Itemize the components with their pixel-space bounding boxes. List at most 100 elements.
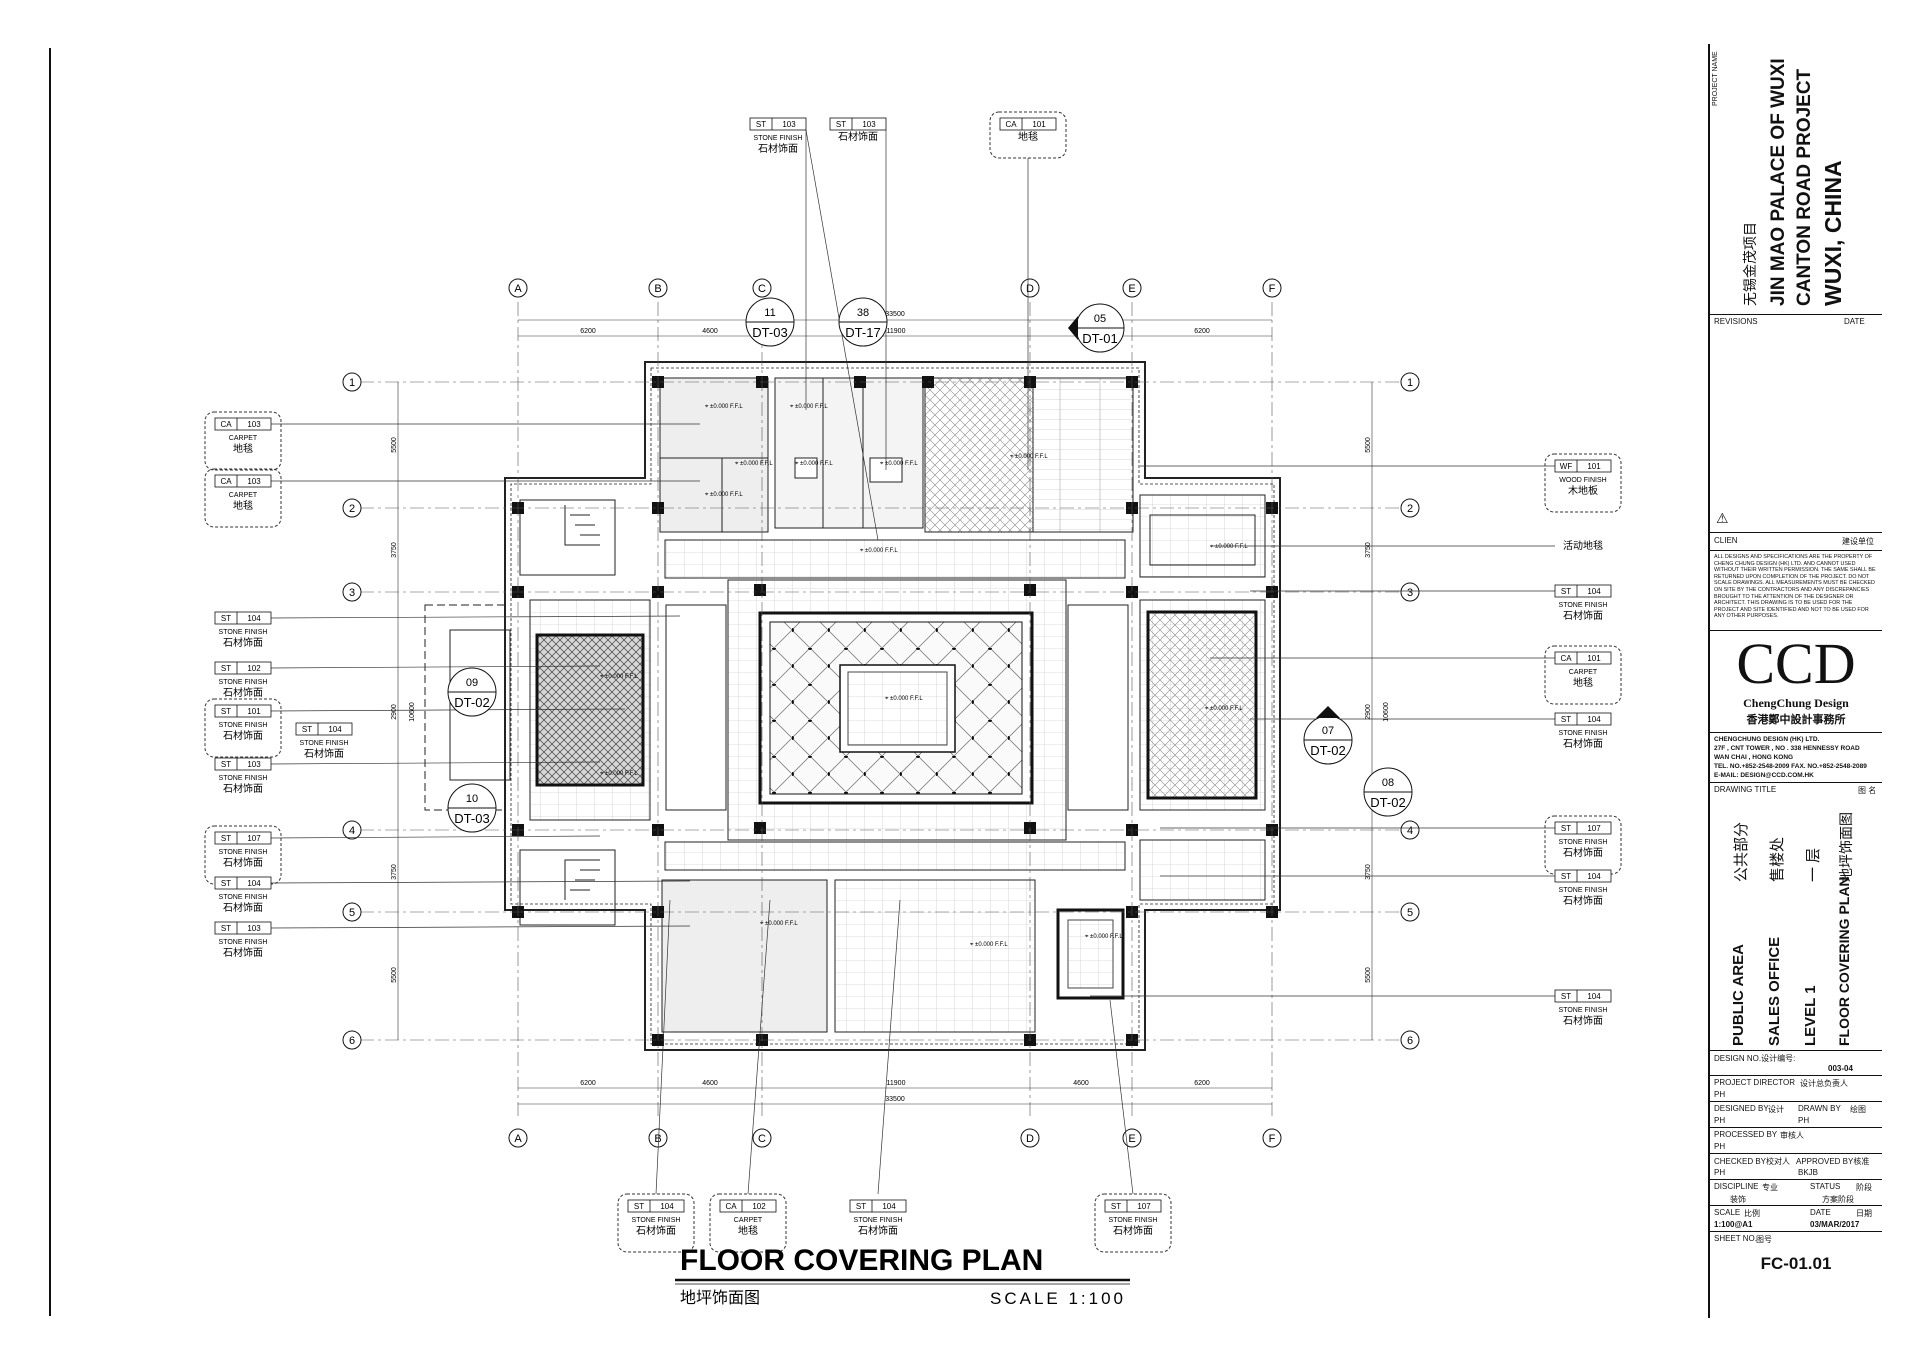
status-cn: 阶段 [1856, 1183, 1872, 1192]
revisions-label: REVISIONS [1714, 317, 1758, 326]
logo-cn: 香港鄭中設計事務所 [1746, 714, 1846, 726]
tag-left-0-num: 103 [247, 420, 261, 429]
tag-right-0-box [1554, 459, 1612, 473]
dim-top-1: 4600 [702, 328, 718, 335]
divider-drawing-title [1710, 782, 1882, 783]
room-se [1139, 839, 1266, 901]
status-value: 方案阶段 [1822, 1195, 1854, 1204]
grid-bubble-D [1020, 278, 1040, 298]
tile-grid-west [665, 604, 727, 811]
tag-left-4-num: 101 [247, 707, 261, 716]
tag-left-8-box [214, 921, 272, 935]
dim-bottom-1: 4600 [702, 1080, 718, 1087]
detail-arrow [1068, 316, 1078, 340]
tag-top-0-box [749, 117, 807, 131]
column-11 [652, 586, 664, 598]
level-mark-14: ⌖ ±0.000 F.F.L [970, 942, 1008, 948]
dim-bottom-5: 33500 [885, 1096, 905, 1103]
dt-en-2: LEVEL 1 [1802, 985, 1819, 1046]
grid-bubble-label: D [1026, 283, 1034, 295]
grid-bubble-label: E [1128, 283, 1135, 295]
room-south-center [834, 879, 1036, 1033]
date-value: 03/MAR/2017 [1810, 1220, 1860, 1229]
tag-left-4-cloud [204, 698, 282, 758]
building-outline [504, 361, 1281, 1051]
grid-bubble-label: 5 [349, 907, 355, 919]
tag-right-4-box [1554, 712, 1612, 726]
tag-top-2-box [999, 117, 1057, 131]
warning-icon: ⚠ [1716, 510, 1729, 526]
restroom-block [774, 377, 924, 529]
tag-right-5-num: 107 [1587, 824, 1601, 833]
client-cn: 建设单位 [1842, 537, 1874, 546]
date-label: DATE [1844, 317, 1865, 326]
tag-right-3-num: 101 [1587, 654, 1601, 663]
dim-right-4: 3750 [1365, 864, 1372, 880]
tag-left-5-en: STONE FINISH [219, 775, 268, 782]
terrace-inner [449, 629, 511, 781]
tag-bottom-1-cloud [709, 1193, 787, 1253]
level-mark-0: ⌖ ±0.000 F.F.L [705, 404, 743, 410]
leader-left-2 [270, 615, 681, 619]
tag-right-0-num: 101 [1587, 462, 1601, 471]
room-wood-finish [1032, 377, 1134, 533]
grid-bubble-label: 2 [349, 503, 355, 515]
grid-bubble-label: E [1128, 1133, 1135, 1145]
tag-left-4-cn: 石材饰面 [223, 729, 263, 742]
drawing-title-label: DRAWING TITLE [1714, 785, 1777, 794]
grid-bubble-1 [342, 372, 362, 392]
column-26 [754, 584, 766, 596]
scale-label: SCALE [1714, 1208, 1741, 1217]
dim-right-2: 2900 [1365, 704, 1372, 720]
dim-top-2: 33500 [885, 311, 905, 318]
grid-bubble-label: C [758, 283, 766, 295]
grid-bubble-E [1122, 1128, 1142, 1148]
date-cn: 日期 [1856, 1209, 1872, 1218]
grid-bubble-label: B [654, 1133, 661, 1145]
detail-ref: DT-02 [1310, 743, 1345, 758]
tag-bottom-0-cloud [617, 1193, 695, 1253]
leader-bottom-2 [877, 899, 901, 1195]
detail-num: 11 [764, 307, 775, 319]
divider-logo [1710, 630, 1882, 631]
level-mark-4: ⌖ ±0.000 F.F.L [795, 461, 833, 467]
tag-left-extra-code: ST [302, 725, 312, 734]
grid-bubble-5 [342, 902, 362, 922]
grid-bubble-label: F [1269, 1133, 1276, 1145]
date-label-2: DATE [1810, 1208, 1831, 1217]
tag-left-2-box [214, 611, 272, 625]
grid-bubble-label: D [1026, 1133, 1034, 1145]
director-label: PROJECT DIRECTOR [1714, 1078, 1796, 1087]
tag-right-1-cn: 活动地毯 [1563, 539, 1603, 552]
grid-bubble-label: B [654, 283, 661, 295]
tag-left-2-en: STONE FINISH [219, 629, 268, 636]
tag-left-2-cn: 石材饰面 [223, 636, 263, 649]
detail-marks: 11DT-0338DT-1705DT-0109DT-0210DT-0307DT-… [447, 297, 1413, 833]
discipline-label: DISCIPLINE [1714, 1182, 1759, 1191]
tag-right-2-box [1554, 584, 1612, 598]
divider-revisions [1710, 314, 1882, 315]
tag-left-3-cn: 石材饰面 [223, 686, 263, 699]
sheet-no-label: SHEET NO. [1714, 1234, 1757, 1243]
column-12 [1126, 586, 1138, 598]
grid-bubble-E [1122, 278, 1142, 298]
tag-left-0-cloud [204, 411, 282, 471]
grid-bubble-label: 4 [349, 825, 355, 837]
grid-bubble-6 [1400, 1030, 1420, 1050]
dt-cn-1: 售楼处 [1769, 836, 1786, 882]
grid-bubble-3 [1400, 582, 1420, 602]
tag-right-7-en: STONE FINISH [1559, 1007, 1608, 1014]
tag-bottom-3-en: STONE FINISH [1109, 1217, 1158, 1224]
drawn-by-cn: 绘图 [1850, 1105, 1866, 1114]
sheet-number: FC-01.01 [1760, 1254, 1832, 1273]
sheet-no-cn: 图号 [1756, 1235, 1772, 1244]
tag-right-3-box [1554, 651, 1612, 665]
